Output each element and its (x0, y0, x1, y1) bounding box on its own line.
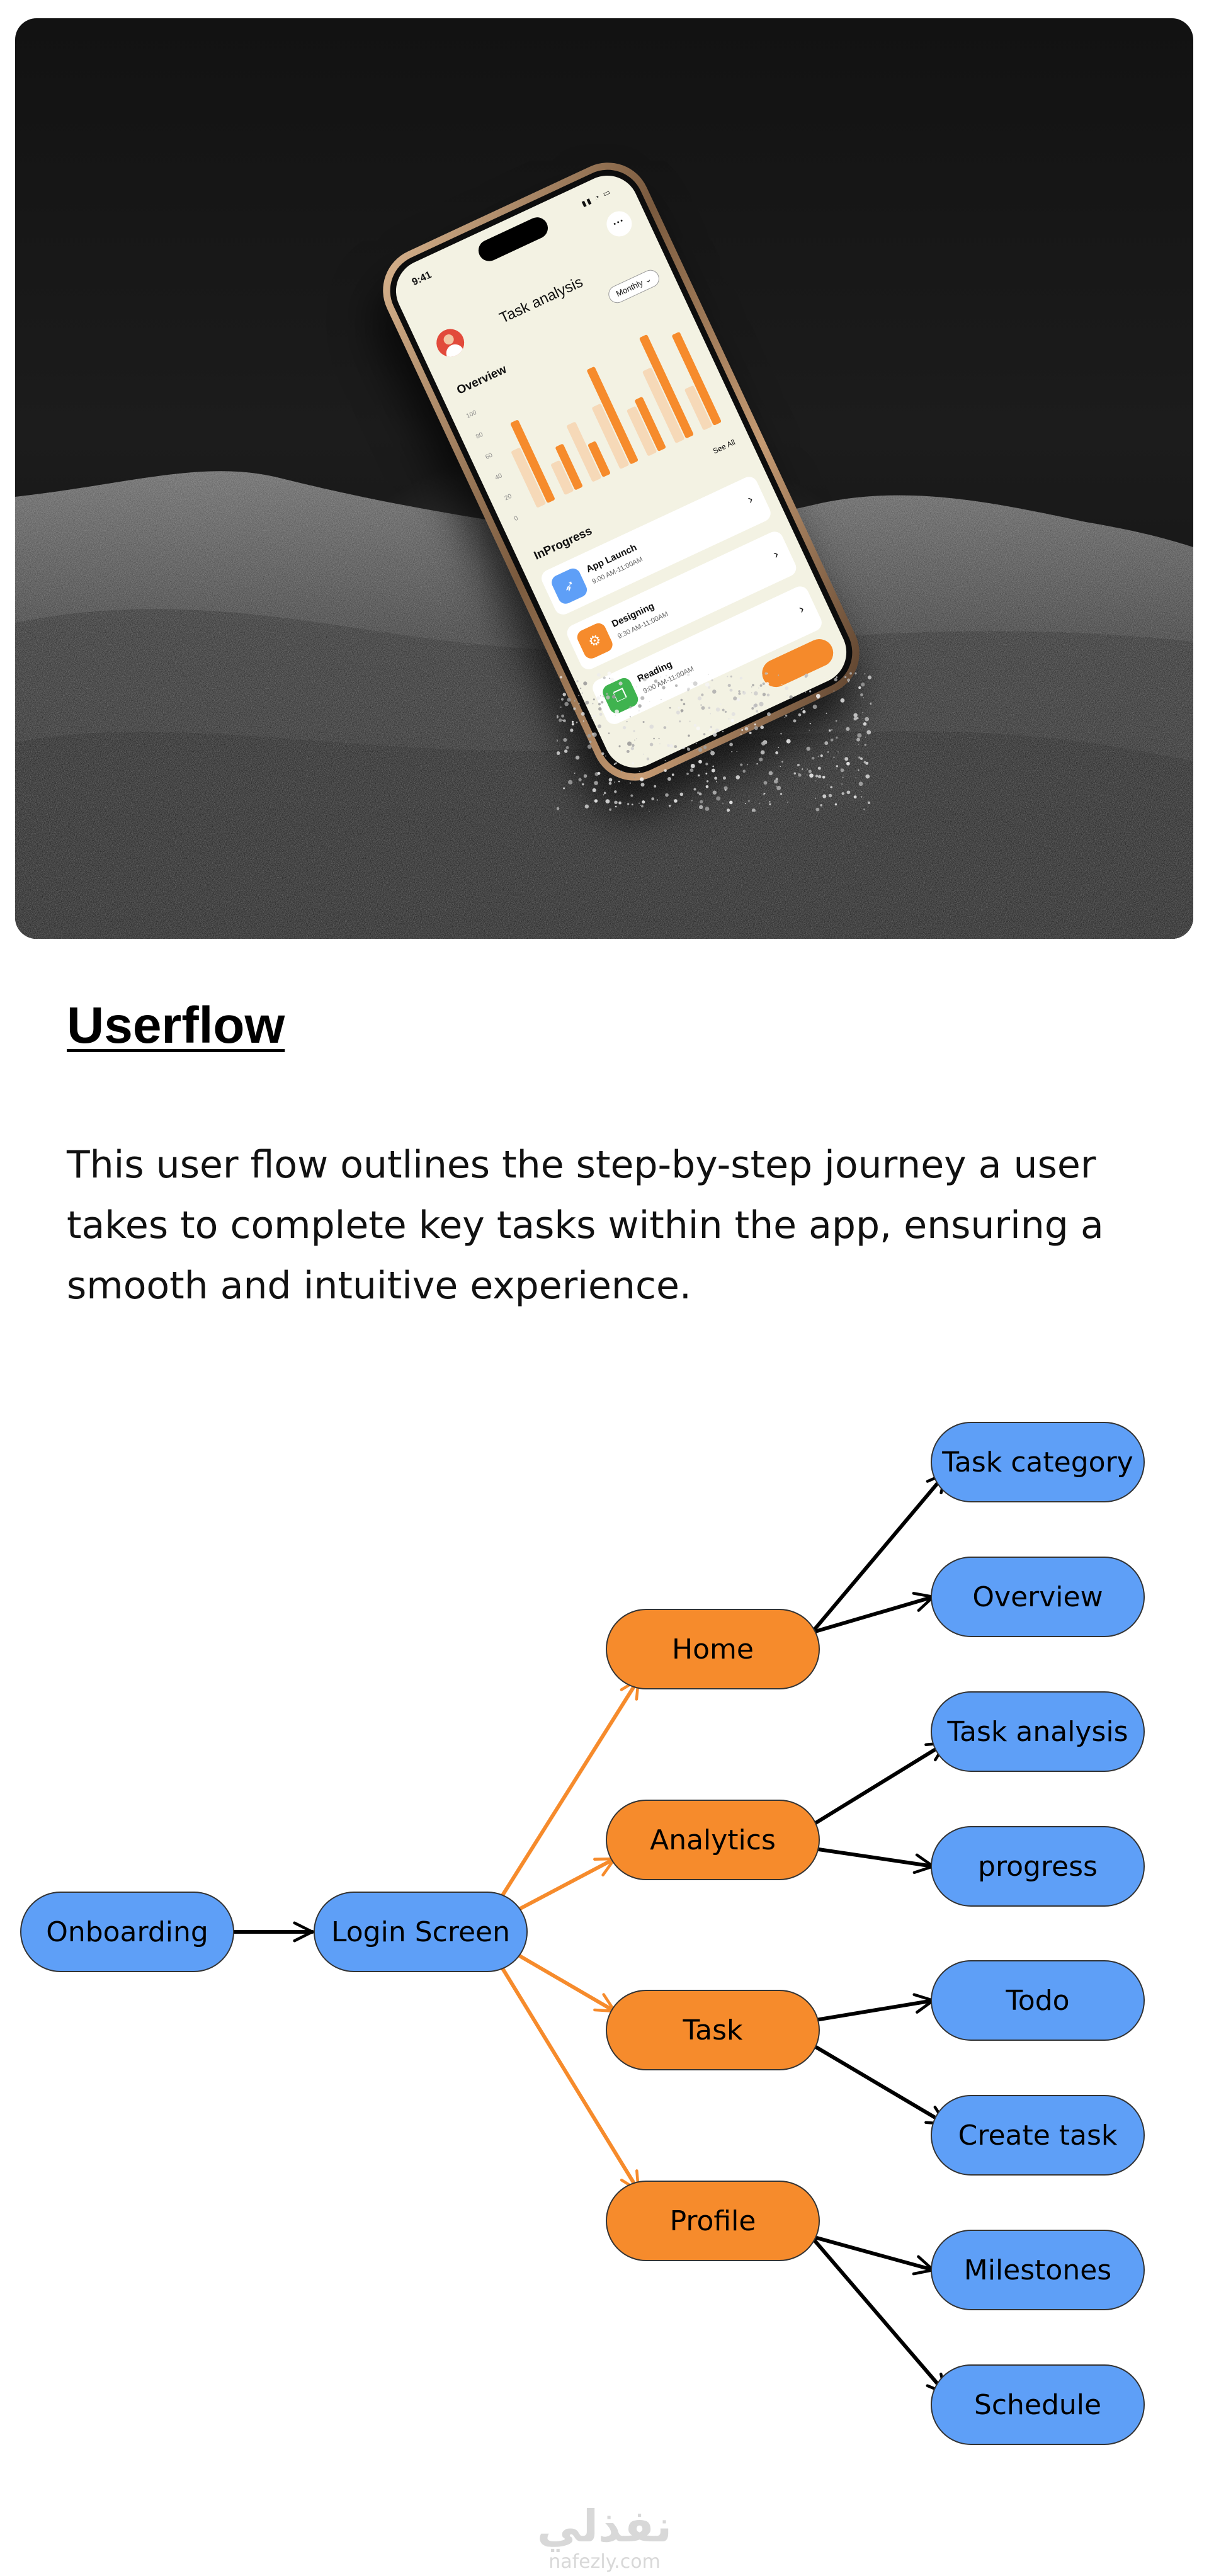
chart-tick-label: 80 (475, 431, 484, 441)
dust-particles (557, 671, 871, 812)
flow-arrow-analytics-to-progress (807, 1846, 935, 1875)
flow-arrow-profile-to-schedule (807, 2232, 948, 2395)
flow-arrow-task-to-todo (807, 1993, 935, 2023)
chart-bar-bg (642, 368, 684, 443)
chart-bar (555, 444, 582, 490)
node-milestones: Milestones (931, 2230, 1145, 2310)
flow-arrow-home-to-task_category (807, 1472, 948, 1638)
node-todo: Todo (931, 1960, 1145, 2041)
section-description: This user flow outlines the step-by-step… (67, 1143, 1104, 1308)
node-task-analysis: Task analysis (931, 1691, 1145, 1772)
node-task-category: Task category (931, 1422, 1145, 1502)
flow-arrow-login-to-profile (501, 1966, 640, 2193)
node-create-task: Create task (931, 2095, 1145, 2176)
chart-bar (510, 420, 555, 503)
node-task: Task (606, 1990, 820, 2070)
flow-arrow-home-to-overview (807, 1592, 935, 1636)
watermark-latin: nafezly.com (548, 2551, 661, 2573)
chart-bar (587, 366, 639, 464)
node-analytics: Analytics (606, 1800, 820, 1880)
node-progress: progress (931, 1826, 1145, 1907)
chart-bar (635, 397, 666, 451)
chart-bar-bg (627, 406, 657, 456)
chart-bar (672, 332, 722, 426)
chart-tick-label: 60 (484, 451, 494, 461)
flow-arrow-analytics-to-task_analysis (807, 1741, 948, 1829)
node-login-screen: Login Screen (314, 1892, 528, 1972)
nafezly-watermark: نفذلي nafezly.com (0, 2501, 1209, 2573)
flow-arrow-task-to-create_task (807, 2041, 948, 2126)
chart-bar-bg (551, 460, 574, 495)
chart-bar-bg (684, 385, 712, 430)
chart-tick-label: 20 (504, 493, 513, 502)
node-overview: Overview (931, 1557, 1145, 1637)
chart-bar-bg (592, 404, 629, 469)
hero-image: 9:41 ▮▮ ◔ ▭ ··· Task analysis Monthly ⌄ … (15, 18, 1193, 939)
watermark-arabic: نفذلي (536, 2500, 673, 2552)
node-schedule: Schedule (931, 2364, 1145, 2445)
chart-bar (639, 334, 694, 438)
node-profile: Profile (606, 2181, 820, 2261)
chart-bar (587, 441, 610, 477)
flow-arrow-login-to-home (501, 1677, 640, 1897)
node-onboarding: Onboarding (20, 1892, 234, 1972)
chart-bar-bg (567, 422, 601, 482)
flow-arrow-profile-to-milestones (807, 2233, 935, 2276)
section-title: Userflow (67, 997, 285, 1054)
chart-bar-bg (511, 448, 546, 508)
app-screen: 9:41 ▮▮ ◔ ▭ ··· Task analysis Monthly ⌄ … (385, 165, 857, 778)
node-home: Home (606, 1609, 820, 1689)
chart-tick-label: 0 (513, 515, 519, 523)
chart-tick-label: 40 (494, 472, 504, 482)
phone-mockup: 9:41 ▮▮ ◔ ▭ ··· Task analysis Monthly ⌄ … (368, 148, 874, 795)
